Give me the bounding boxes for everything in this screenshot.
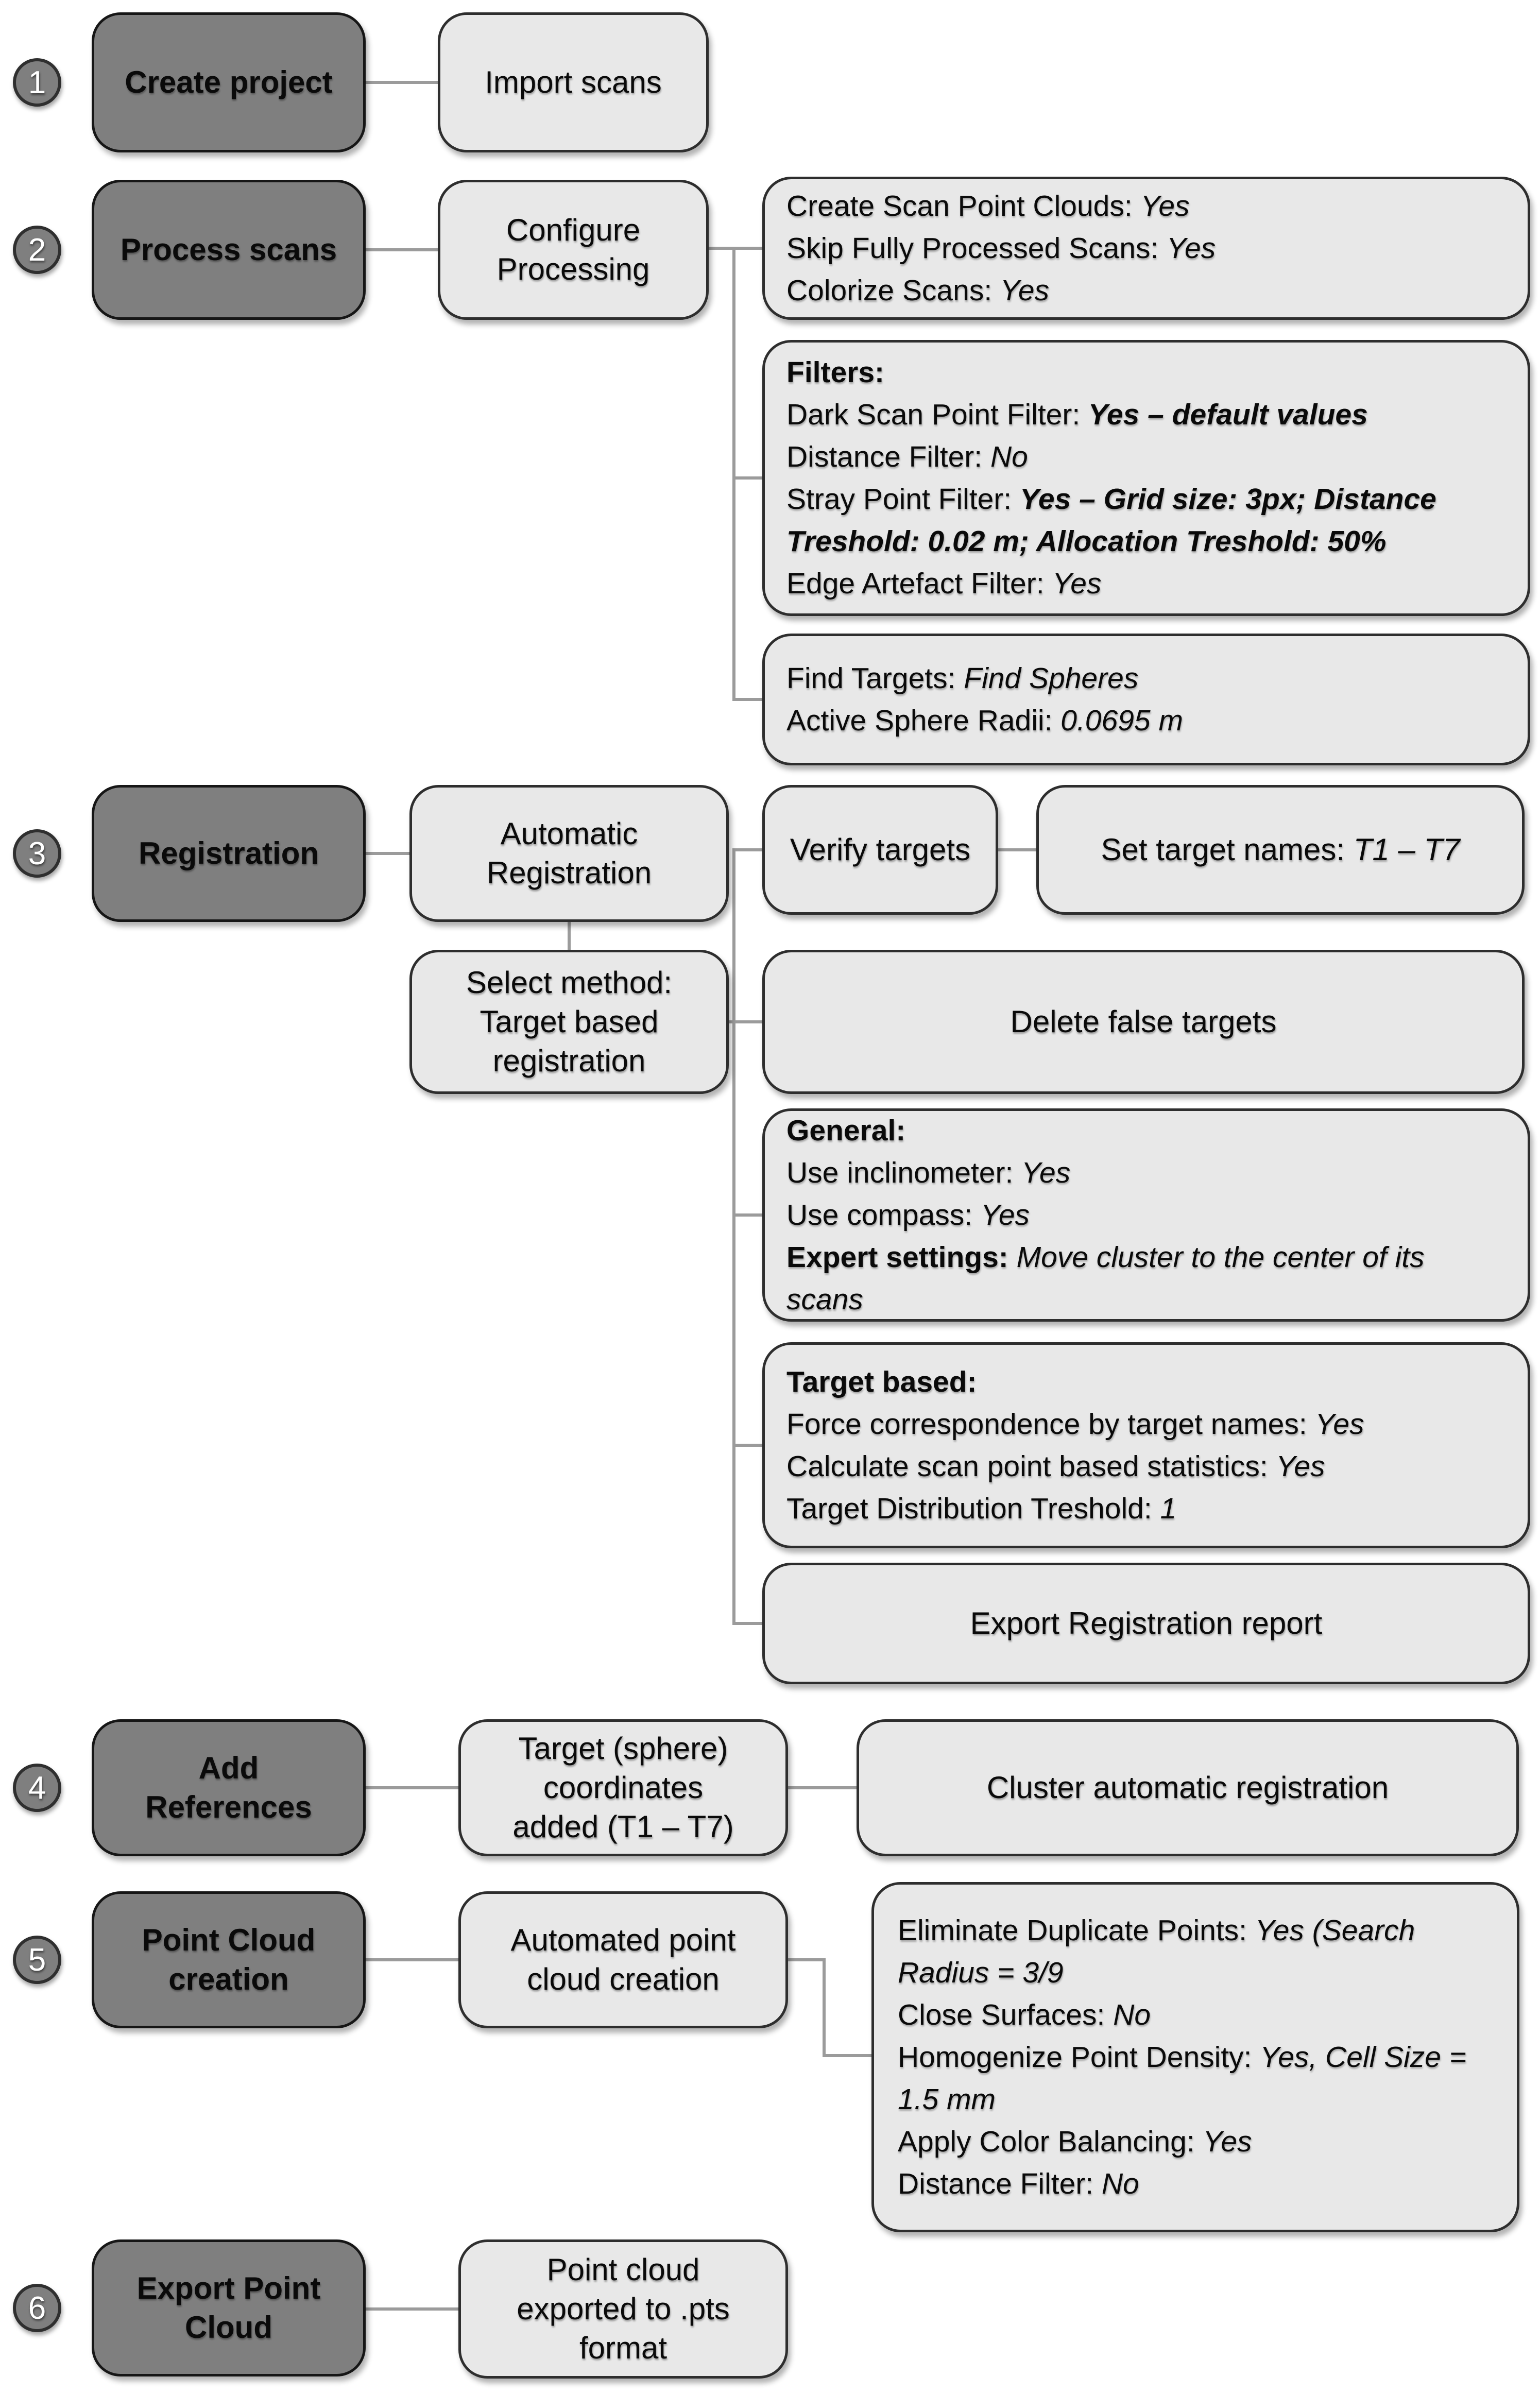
connector-line (735, 476, 762, 480)
export-point-cloud-label: Export Point Cloud (136, 2271, 321, 2345)
step-number: 3 (28, 835, 46, 871)
connector-line (735, 848, 762, 851)
export-point-cloud-box: Export Point Cloud (92, 2239, 366, 2376)
text-line: Active Sphere Radii: 0.0695 m (786, 704, 1183, 737)
automatic-registration-label: Automatic Registration (486, 816, 652, 890)
configure-processing-box: Configure Processing (438, 180, 709, 320)
add-references-label: Add References (145, 1751, 312, 1824)
step-number: 5 (28, 1942, 46, 1978)
connector-line (366, 852, 409, 855)
text-line: Close Surfaces: No (898, 1998, 1151, 2031)
step-number: 6 (28, 2290, 46, 2326)
registration-box: Registration (92, 785, 366, 922)
connector-line (709, 247, 762, 250)
automatic-registration-box: Automatic Registration (409, 785, 729, 922)
connector-line (735, 698, 762, 701)
connector-line (788, 1958, 826, 1961)
select-method-label: Select method: Target based registration (466, 965, 673, 1078)
connector-line (788, 1786, 857, 1789)
text-line: Expert settings: Move cluster to the cen… (786, 1241, 1425, 1316)
text-line: Force correspondence by target names: Ye… (786, 1408, 1364, 1441)
connector-line (998, 848, 1036, 851)
text-line: Stray Point Filter: Yes – Grid size: 3px… (786, 483, 1436, 558)
connector-line (366, 2307, 458, 2311)
step-5-badge: 5 (13, 1936, 61, 1984)
automated-point-cloud-label: Automated point cloud creation (510, 1923, 736, 1996)
export-registration-report-label: Export Registration report (970, 1606, 1323, 1640)
connector-line (366, 248, 438, 251)
process-scans-box: Process scans (92, 180, 366, 320)
process-scans-label: Process scans (120, 232, 337, 267)
export-registration-report-box: Export Registration report (762, 1563, 1530, 1684)
connector-line (735, 1444, 762, 1447)
text-line: Target based: (786, 1365, 977, 1398)
create-project-box: Create project (92, 12, 366, 152)
cluster-registration-label: Cluster automatic registration (986, 1770, 1389, 1805)
target-coordinates-label: Target (sphere) coordinates added (T1 – … (512, 1731, 734, 1844)
step-1-badge: 1 (13, 58, 61, 107)
select-method-box: Select method: Target based registration (409, 950, 729, 1094)
text-line: Eliminate Duplicate Points: Yes (Search … (898, 1914, 1415, 1989)
step-6-badge: 6 (13, 2284, 61, 2332)
delete-false-targets-box: Delete false targets (762, 950, 1525, 1094)
verify-targets-box: Verify targets (762, 785, 998, 915)
text-line: Use inclinometer: Yes (786, 1156, 1071, 1189)
text-line: Skip Fully Processed Scans: Yes (786, 232, 1216, 265)
point-cloud-creation-label: Point Cloud creation (142, 1923, 316, 1996)
target-based-settings-box: Target based: Force correspondence by tar… (762, 1342, 1530, 1548)
connector-trunk (732, 848, 735, 1625)
connector-line (568, 922, 571, 950)
text-line: Use compass: Yes (786, 1199, 1030, 1232)
connector-line (823, 1958, 826, 2057)
cluster-registration-box: Cluster automatic registration (857, 1719, 1519, 1856)
configure-processing-label: Configure Processing (497, 213, 650, 286)
step-3-badge: 3 (13, 829, 61, 878)
text-line: Create Scan Point Clouds: Yes (786, 190, 1190, 223)
connector-line (366, 1958, 458, 1961)
text-line: Edge Artefact Filter: Yes (786, 567, 1102, 600)
text-line: General: (786, 1114, 906, 1147)
import-scans-box: Import scans (438, 12, 709, 152)
pts-format-label: Point cloud exported to .pts format (517, 2252, 730, 2365)
text-line: Set target names: T1 – T7 (1101, 832, 1460, 867)
filters-box: Filters: Dark Scan Point Filter: Yes – de… (762, 340, 1530, 616)
create-project-label: Create project (125, 65, 333, 99)
text-line: Find Targets: Find Spheres (786, 662, 1139, 695)
step-number: 4 (28, 1770, 46, 1806)
connector-line (366, 81, 438, 84)
connector-line (735, 1213, 762, 1217)
text-line: Distance Filter: No (786, 440, 1028, 473)
verify-targets-label: Verify targets (790, 832, 971, 867)
set-target-names-box: Set target names: T1 – T7 (1036, 785, 1525, 915)
connector-line (366, 1786, 458, 1789)
connector-trunk (732, 247, 735, 701)
connector-line (729, 1020, 762, 1023)
step-number: 2 (28, 232, 46, 268)
text-line: Dark Scan Point Filter: Yes – default va… (786, 398, 1368, 431)
delete-false-targets-label: Delete false targets (1010, 1004, 1277, 1039)
import-scans-label: Import scans (485, 65, 662, 99)
automated-point-cloud-box: Automated point cloud creation (458, 1891, 788, 2028)
text-line: Homogenize Point Density: Yes, Cell Size… (898, 2041, 1467, 2116)
target-coordinates-box: Target (sphere) coordinates added (T1 – … (458, 1719, 788, 1856)
registration-label: Registration (138, 836, 319, 870)
point-cloud-options-box: Eliminate Duplicate Points: Yes (Search … (871, 1882, 1519, 2232)
pts-format-box: Point cloud exported to .pts format (458, 2239, 788, 2379)
add-references-box: Add References (92, 1719, 366, 1856)
text-line: Apply Color Balancing: Yes (898, 2125, 1252, 2158)
text-line: Filters: (786, 356, 885, 389)
point-cloud-creation-box: Point Cloud creation (92, 1891, 366, 2028)
text-line: Calculate scan point based statistics: Y… (786, 1450, 1325, 1483)
step-number: 1 (28, 64, 46, 100)
text-line: Colorize Scans: Yes (786, 274, 1050, 307)
connector-line (823, 2054, 871, 2057)
connector-line (735, 1622, 762, 1625)
step-4-badge: 4 (13, 1764, 61, 1812)
step-2-badge: 2 (13, 226, 61, 274)
text-line: Target Distribution Treshold: 1 (786, 1492, 1177, 1525)
text-line: Distance Filter: No (898, 2167, 1139, 2200)
